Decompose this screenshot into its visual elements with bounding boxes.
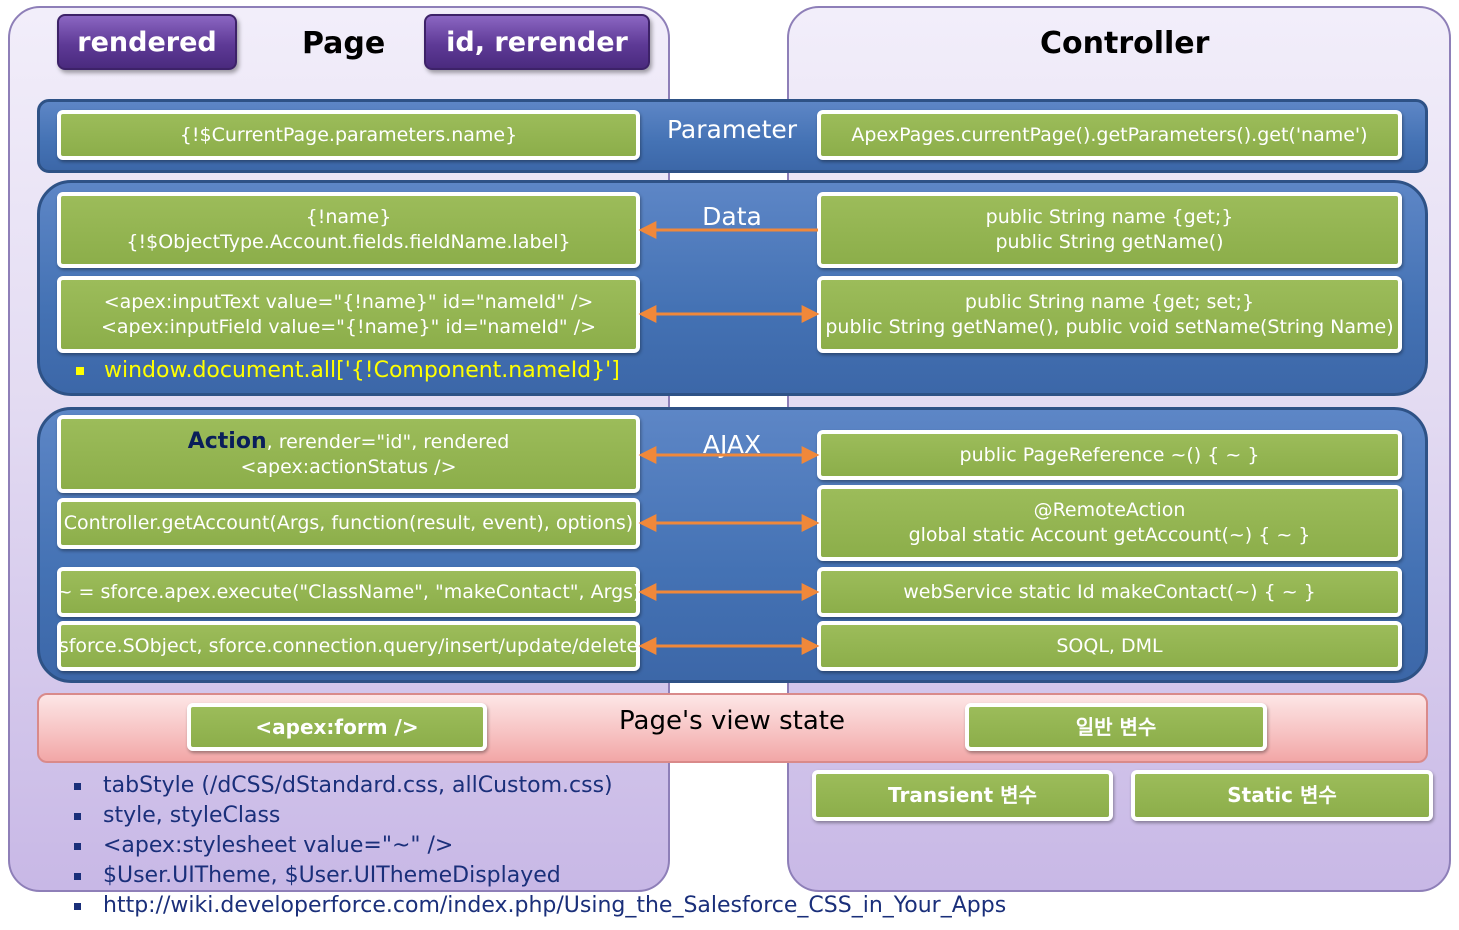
view-state-label: Page's view state <box>619 706 845 736</box>
data-page-box-2-line-2: <apex:inputField value="{!name}" id="nam… <box>100 315 597 338</box>
bullet-square-icon <box>74 902 81 910</box>
bullet-square-icon <box>74 872 81 880</box>
ajax-page-box-3-text: ~ = sforce.apex.execute("ClassName", "ma… <box>57 580 640 603</box>
data-page-box-2: <apex:inputText value="{!name}" id="name… <box>57 276 640 353</box>
parameter-page-box: {!$CurrentPage.parameters.name} <box>57 110 640 160</box>
page-style-list: tabStyle (/dCSS/dStandard.css, allCustom… <box>74 771 1006 921</box>
ajax-label: AJAX <box>702 430 762 459</box>
list-item: <apex:stylesheet value="~" /> <box>74 831 1006 861</box>
data-label: Data <box>702 202 762 231</box>
ajax-page-box-4: sforce.SObject, sforce.connection.query/… <box>57 621 640 671</box>
ajax-page-box-1-line-2: <apex:actionStatus /> <box>240 455 457 478</box>
list-item-text: style, styleClass <box>103 803 281 828</box>
parameter-page-text: {!$CurrentPage.parameters.name} <box>179 123 518 146</box>
general-var-text: 일반 변수 <box>1075 714 1157 739</box>
id-rerender-button: id, rerender <box>424 14 650 70</box>
list-item: $User.UITheme, $User.UIThemeDisplayed <box>74 861 1006 891</box>
data-page-box-1-line-1: {!name} <box>305 206 392 228</box>
ajax-page-box-2: Controller.getAccount(Args, function(res… <box>57 498 640 549</box>
parameter-controller-text: ApexPages.currentPage().getParameters().… <box>851 123 1368 146</box>
transient-var-text: Transient 변수 <box>888 783 1037 807</box>
css-wiki-link[interactable]: http://wiki.developerforce.com/index.php… <box>103 893 1007 918</box>
data-controller-box-2-line-1: public String name {get; set;} <box>964 290 1255 313</box>
data-controller-box-1-line-1: public String name {get;} <box>985 206 1234 228</box>
transient-var-box: Transient 변수 <box>812 770 1113 821</box>
ajax-page-box-1-line-1: Action, rerender="id", rendered <box>188 429 510 455</box>
general-var-box: 일반 변수 <box>965 703 1267 751</box>
ajax-controller-box-2-line-1: @RemoteAction <box>1033 499 1186 521</box>
ajax-controller-box-2: @RemoteAction global static Account getA… <box>817 485 1402 561</box>
list-item-text: tabStyle (/dCSS/dStandard.css, allCustom… <box>103 773 613 798</box>
bullet-square-icon <box>74 842 81 850</box>
ajax-page-box-3: ~ = sforce.apex.execute("ClassName", "ma… <box>57 567 640 617</box>
ajax-page-box-4-text: sforce.SObject, sforce.connection.query/… <box>58 634 639 657</box>
data-bullet: window.document.all['{!Component.nameId}… <box>76 358 620 383</box>
bullet-square-icon <box>76 366 84 375</box>
ajax-controller-box-1: public PageReference ~() { ~ } <box>817 430 1402 480</box>
static-var-box: Static 변수 <box>1131 770 1433 821</box>
ajax-controller-box-1-text: public PageReference ~() { ~ } <box>959 443 1260 466</box>
list-item-text: <apex:stylesheet value="~" /> <box>103 833 454 858</box>
ajax-page-box-1-rest: , rerender="id", rendered <box>266 430 510 453</box>
data-controller-box-2-line-2: public String getName(), public void set… <box>825 315 1394 338</box>
data-controller-box-1: public String name {get;} public String … <box>817 192 1402 268</box>
static-var-text: Static 변수 <box>1227 783 1337 807</box>
bullet-square-icon <box>74 812 81 820</box>
data-controller-box-1-line-2: public String getName() <box>995 231 1224 253</box>
list-item-link[interactable]: http://wiki.developerforce.com/index.php… <box>74 891 1006 921</box>
list-item: tabStyle (/dCSS/dStandard.css, allCustom… <box>74 771 1006 801</box>
action-word: Action <box>187 428 267 454</box>
data-bullet-text: window.document.all['{!Component.nameId}… <box>104 358 620 383</box>
ajax-page-box-2-text: Controller.getAccount(Args, function(res… <box>63 512 634 534</box>
apex-form-box: <apex:form /> <box>187 703 487 751</box>
apex-form-text: <apex:form /> <box>255 714 419 739</box>
ajax-controller-box-3-text: webService static Id makeContact(~) { ~ … <box>903 580 1316 603</box>
controller-title: Controller <box>1040 26 1210 61</box>
data-page-box-1: {!name} {!$ObjectType.Account.fields.fie… <box>57 192 640 268</box>
parameter-label: Parameter <box>666 115 798 144</box>
data-page-box-1-line-2: {!$ObjectType.Account.fields.fieldName.l… <box>126 231 571 253</box>
ajax-page-box-1: Action, rerender="id", rendered <apex:ac… <box>57 415 640 493</box>
parameter-controller-box: ApexPages.currentPage().getParameters().… <box>817 110 1402 160</box>
ajax-controller-box-4: SOQL, DML <box>817 621 1402 671</box>
list-item-text: $User.UITheme, $User.UIThemeDisplayed <box>103 863 561 888</box>
page-title: Page <box>302 26 386 61</box>
bullet-square-icon <box>74 782 81 790</box>
data-page-box-2-line-1: <apex:inputText value="{!name}" id="name… <box>103 290 594 313</box>
ajax-controller-box-3: webService static Id makeContact(~) { ~ … <box>817 567 1402 617</box>
ajax-controller-box-2-line-2: global static Account getAccount(~) { ~ … <box>908 524 1311 546</box>
rendered-button: rendered <box>57 14 237 70</box>
list-item: style, styleClass <box>74 801 1006 831</box>
data-controller-box-2: public String name {get; set;} public St… <box>817 276 1402 353</box>
ajax-controller-box-4-text: SOQL, DML <box>1056 634 1163 657</box>
